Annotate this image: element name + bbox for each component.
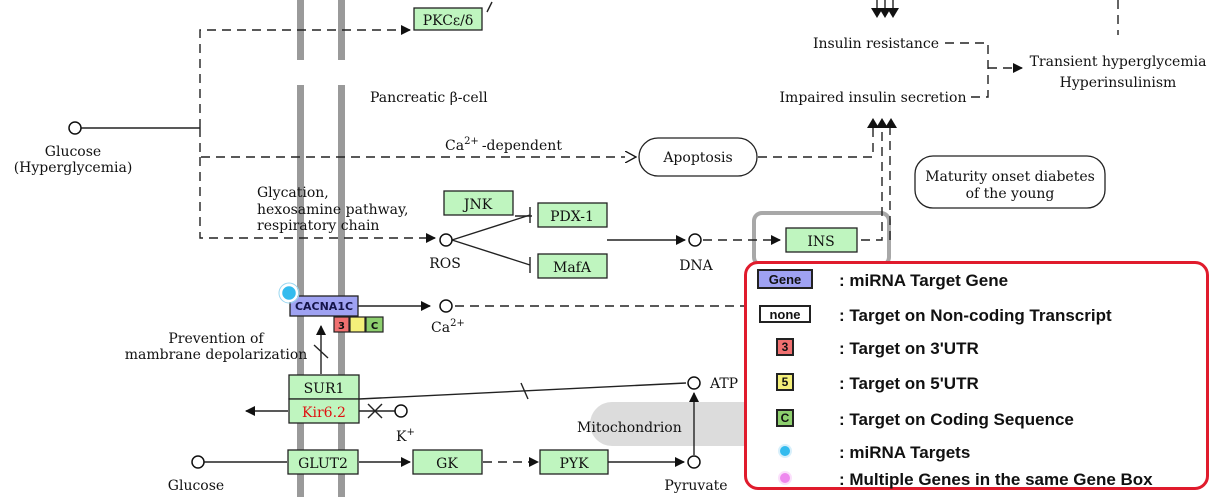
dna-label: DNA — [679, 258, 713, 274]
legend-row-gene: Gene : miRNA Target Gene — [747, 268, 1207, 298]
gene-label: Kir6.2 — [302, 405, 346, 421]
legend: Gene : miRNA Target Gene none : Target o… — [744, 261, 1209, 490]
gene-jnk[interactable]: JNK — [443, 190, 514, 216]
legend-text: : Target on Non-coding Transcript — [839, 306, 1112, 325]
badge-coding — [365, 316, 384, 333]
legend-row-mirna: : miRNA Targets — [747, 440, 1207, 470]
gene-label: PDX-1 — [550, 209, 594, 225]
apoptosis-node[interactable]: Apoptosis — [638, 137, 758, 177]
prevention-label-2: mambrane depolarization — [125, 347, 308, 363]
gene-ins[interactable]: INS — [785, 227, 858, 253]
mody-label-2: of the young — [966, 186, 1055, 202]
gene-pyk[interactable]: PYK — [539, 449, 609, 475]
gene-label: GLUT2 — [298, 456, 348, 472]
gene-glut2[interactable]: GLUT2 — [287, 449, 359, 475]
gene-label: MafA — [553, 260, 592, 276]
gene-label: INS — [807, 234, 834, 250]
cacna1c-badges: 3 C — [333, 316, 384, 333]
legend-row-5utr: 5 : Target on 5'UTR — [747, 371, 1207, 401]
k-label: K+ — [396, 427, 415, 445]
legend-gene-symbol: Gene — [757, 269, 813, 289]
mitochondrion-label: Mitochondrion — [577, 420, 682, 436]
ca-dependent-label: Ca2+-dependent — [445, 136, 562, 154]
impaired-secretion-label: Impaired insulin secretion — [780, 90, 967, 106]
pyruvate-node[interactable] — [687, 455, 701, 469]
legend-row-coding: C : Target on Coding Sequence — [747, 407, 1207, 437]
legend-5utr-symbol: 5 — [776, 373, 794, 391]
gene-kir62[interactable]: Kir6.2 — [288, 398, 360, 424]
badge-coding-label: C — [371, 321, 378, 332]
gene-label: CACNA1C — [295, 300, 353, 313]
glucose-label: Glucose — [168, 478, 224, 494]
legend-text: : Target on 3'UTR — [839, 339, 979, 358]
ros-label: ROS — [429, 256, 461, 272]
mody-label-1: Maturity onset diabetes — [925, 169, 1095, 185]
gene-label: JNK — [462, 197, 493, 213]
legend-text: : Target on Coding Sequence — [839, 410, 1074, 429]
legend-3utr-symbol: 3 — [776, 338, 794, 356]
gene-label: GK — [436, 456, 458, 472]
glycation-label-1: Glycation, — [257, 185, 329, 201]
ca2-label: Ca2+ — [431, 318, 465, 336]
legend-row-noncoding: none : Target on Non-coding Transcript — [747, 303, 1207, 333]
gene-mafa[interactable]: MafA — [537, 253, 608, 279]
atp-label: ATP — [709, 376, 738, 392]
glucose-hyper-node[interactable] — [68, 121, 82, 135]
atp-node[interactable] — [687, 376, 701, 390]
prevention-label-1: Prevention of — [168, 331, 265, 347]
legend-row-multiple: : Multiple Genes in the same Gene Box — [747, 467, 1207, 497]
glycation-label-2: hexosamine pathway, — [257, 202, 408, 218]
glucose-hyper-label: Glucose — [45, 144, 101, 160]
gene-label: PKCε/δ — [423, 13, 474, 29]
glycation-label-3: respiratory chain — [257, 218, 379, 234]
ros-node[interactable] — [439, 233, 453, 247]
mody-node[interactable]: Maturity onset diabetes of the young — [914, 155, 1106, 209]
gene-sur1[interactable]: SUR1 — [288, 374, 360, 400]
hyperglycemia-label: (Hyperglycemia) — [14, 160, 133, 176]
gene-cacna1c[interactable]: CACNA1C — [289, 295, 359, 317]
mitochondrion-shape — [590, 402, 770, 446]
glucose-node[interactable] — [191, 455, 205, 469]
mirna-target-dot[interactable] — [279, 283, 299, 303]
transient-label-2: Hyperinsulinism — [1060, 75, 1177, 91]
badge-3utr — [333, 316, 350, 333]
apoptosis-label: Apoptosis — [662, 150, 732, 166]
badge-5utr — [349, 316, 366, 333]
dna-node[interactable] — [688, 233, 702, 247]
gene-label: SUR1 — [304, 381, 345, 397]
legend-text: : miRNA Targets — [839, 443, 971, 462]
gene-pkce[interactable]: PKCε/δ — [413, 7, 483, 31]
mirna-target-dot-ring — [278, 282, 300, 304]
legend-none-symbol: none — [759, 305, 811, 323]
badge-3utr-label: 3 — [338, 321, 345, 332]
insulin-resistance-label: Insulin resistance — [813, 36, 939, 52]
gene-pdx1[interactable]: PDX-1 — [537, 202, 608, 228]
transient-label-1: Transient hyperglycemia — [1030, 54, 1207, 70]
mirna-dot-icon — [778, 444, 792, 458]
legend-coding-symbol: C — [776, 409, 794, 427]
ca2-node[interactable] — [439, 299, 453, 313]
gene-label: PYK — [559, 456, 589, 472]
legend-text: : miRNA Target Gene — [839, 271, 1009, 290]
legend-text: : Target on 5'UTR — [839, 374, 979, 393]
gene-gk[interactable]: GK — [412, 449, 483, 475]
multiple-genes-dot-icon — [778, 471, 792, 485]
pancreatic-cell-label: Pancreatic β-cell — [370, 90, 488, 106]
legend-row-3utr: 3 : Target on 3'UTR — [747, 336, 1207, 366]
legend-text: : Multiple Genes in the same Gene Box — [839, 470, 1153, 489]
pyruvate-label: Pyruvate — [664, 478, 727, 494]
k-node[interactable] — [394, 404, 408, 418]
